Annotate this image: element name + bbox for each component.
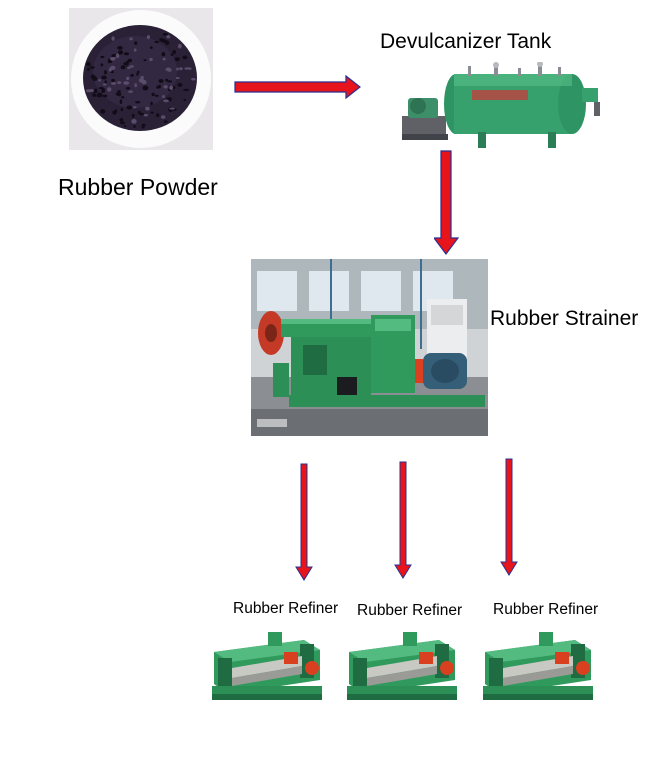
devulcanizer-tank-photo — [398, 62, 604, 150]
flow-arrow-strainer-to-refiner-3 — [500, 458, 518, 577]
flow-arrow-strainer-to-refiner-2 — [394, 461, 412, 580]
devulcanizer-tank-label: Devulcanizer Tank — [380, 30, 552, 53]
rubber-refiner-photo-3 — [479, 628, 597, 704]
flow-arrow-powder-to-tank — [234, 74, 362, 100]
rubber-refiner-photo-1 — [208, 628, 326, 704]
rubber-refiner-label-3: Rubber Refiner — [493, 601, 599, 618]
rubber-refiner-label-2: Rubber Refiner — [357, 602, 463, 619]
flow-arrow-strainer-to-refiner-1 — [295, 463, 313, 582]
rubber-powder-label: Rubber Powder — [58, 174, 218, 200]
rubber-refiner-photo-2 — [343, 628, 461, 704]
flow-arrow-tank-to-strainer — [434, 150, 460, 256]
rubber-strainer-label: Rubber Strainer — [490, 307, 639, 330]
rubber-strainer-photo — [251, 259, 488, 436]
rubber-powder-photo — [69, 8, 213, 150]
rubber-refiner-label-1: Rubber Refiner — [233, 600, 339, 617]
